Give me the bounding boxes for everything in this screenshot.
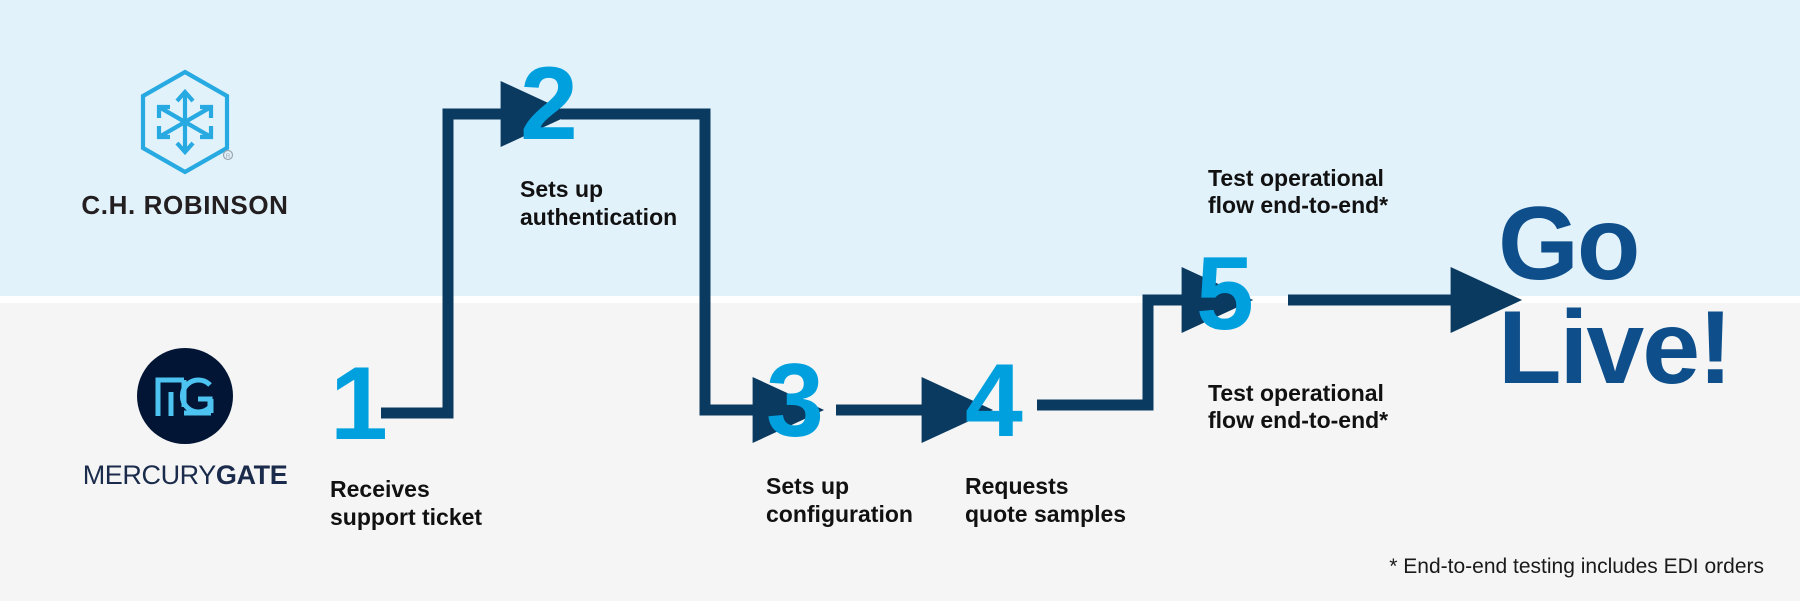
step-5-number: 5 <box>1196 236 1254 352</box>
step-5: 5 <box>1196 236 1254 352</box>
hexagon-arrows-icon: R <box>60 68 310 176</box>
go-live-outcome: Go Live! <box>1498 186 1733 406</box>
step-1-number: 1 <box>330 346 388 462</box>
logo-mercurygate-name: MERCURYGATE <box>60 460 310 491</box>
step-1-label: Receives support ticket <box>330 476 483 530</box>
logo-mercurygate-name-bold: GATE <box>215 460 288 490</box>
step-2: 2 Sets up authentication <box>520 46 678 231</box>
mg-monogram-icon <box>137 348 233 444</box>
step-1: 1 Receives support ticket <box>330 346 483 531</box>
footnote: * End-to-end testing includes EDI orders <box>1389 555 1764 578</box>
step-4-label: Requests quote samples <box>965 473 1127 527</box>
step-4: 4 Requests quote samples <box>965 343 1127 528</box>
svg-text:R: R <box>226 154 231 160</box>
lane-band-mercurygate <box>0 303 1800 601</box>
step-2-label: Sets up authentication <box>520 176 678 230</box>
step-3: 3 Sets up configuration <box>766 343 913 528</box>
logo-chrobinson-name: C.H. ROBINSON <box>81 190 289 220</box>
step-3-label: Sets up configuration <box>766 473 913 527</box>
note-test-flow-bottom: Test operational flow end-to-end* <box>1208 380 1389 434</box>
logo-mercurygate: MERCURYGATE <box>60 348 310 498</box>
step-3-number: 3 <box>766 343 824 459</box>
step-2-number: 2 <box>520 46 578 162</box>
lane-band-chrobinson <box>0 0 1800 296</box>
logo-mercurygate-name-light: MERCURY <box>82 460 217 490</box>
note-test-flow-top: Test operational flow end-to-end* <box>1208 165 1389 219</box>
step-4-number: 4 <box>965 343 1023 459</box>
logo-chrobinson: R C.H. ROBINSON <box>60 68 310 228</box>
